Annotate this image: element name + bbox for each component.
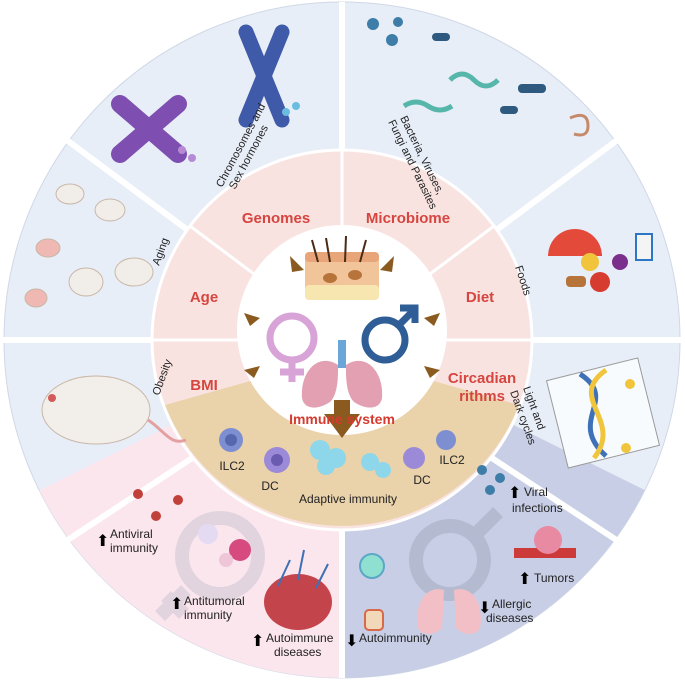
light-dark-cycles-icon <box>545 357 661 469</box>
tumor-vessel-icon <box>514 526 576 558</box>
antitumoral-label-line2: immunity <box>184 608 232 622</box>
autoimmune-label-line1: Autoimmune <box>266 631 334 645</box>
autoimmune-tissue-icon <box>264 549 332 630</box>
obese-mouse-icon <box>41 375 187 445</box>
adaptive-cells-left <box>310 440 346 475</box>
category-microbiome: Microbiome <box>366 210 450 227</box>
tumors-label: Tumors <box>534 571 574 585</box>
skin-illustration <box>305 235 379 300</box>
ilc2-right-cell <box>436 430 456 450</box>
male-large-symbol-icon <box>409 507 503 601</box>
dc-right-cell <box>403 447 425 469</box>
female-symbol-icon <box>266 312 318 382</box>
male-lungs-icon <box>417 589 481 634</box>
antiviral-label-line2: immunity <box>110 541 158 555</box>
center-circle <box>237 225 447 435</box>
autoimmunity-label: Autoimmunity <box>359 631 432 645</box>
category-bmi: BMI <box>190 377 218 394</box>
ilc2-right-label: ILC2 <box>439 453 465 467</box>
category-diet: Diet <box>466 289 494 306</box>
autoimmune-up-arrow: ⬆ <box>251 633 264 650</box>
antiviral-up-arrow: ⬆ <box>96 533 109 550</box>
allergic-label-line1: Allergic <box>492 597 531 611</box>
dc-right-label: DC <box>413 473 431 487</box>
adaptive-immunity-label: Adaptive immunity <box>299 492 397 506</box>
category-genomes: Genomes <box>242 210 310 227</box>
antitumoral-label-line1: Antitumoral <box>184 594 245 608</box>
female-large-symbol-icon <box>155 511 265 621</box>
antitumoral-up-arrow: ⬆ <box>170 596 183 613</box>
autoimmune-label-line2: diseases <box>274 645 321 659</box>
viral-infections-label-line2: infections <box>512 501 563 515</box>
aging-mice-icon <box>24 183 154 308</box>
t-cell-receptor-icon <box>359 553 385 631</box>
category-circadian-line1: Circadian <box>448 370 516 387</box>
lungs-illustration <box>301 340 383 408</box>
inward-arrows <box>244 256 440 378</box>
adaptive-cells-right <box>361 453 391 478</box>
antiviral-label-line1: Antiviral <box>110 527 153 541</box>
virus-icons-male <box>477 465 505 495</box>
viral-infections-label-line1: Viral <box>524 485 548 499</box>
immune-system-title: Immune system <box>289 411 395 427</box>
viral-infections-up-arrow: ⬆ <box>508 485 521 502</box>
immune-arrow-icon <box>324 400 360 438</box>
chromosome-icon <box>111 24 300 163</box>
virus-icons <box>133 489 183 521</box>
male-symbol-icon <box>361 304 419 364</box>
ilc2-left-label: ILC2 <box>219 459 245 473</box>
foods-icon <box>548 229 653 292</box>
category-circadian-line2: rithms <box>459 388 505 405</box>
tumors-up-arrow: ⬆ <box>518 571 531 588</box>
microbes-icon <box>367 17 590 137</box>
dc-left-label: DC <box>261 479 279 493</box>
female-immune-cells-icon <box>198 524 251 567</box>
autoimmunity-down-arrow: ⬇ <box>345 633 358 650</box>
dc-left-cell <box>264 447 290 473</box>
ilc2-left-cell <box>219 428 243 452</box>
allergic-down-arrow: ⬇ <box>478 600 491 617</box>
category-age: Age <box>190 289 218 306</box>
allergic-label-line2: diseases <box>486 611 533 625</box>
